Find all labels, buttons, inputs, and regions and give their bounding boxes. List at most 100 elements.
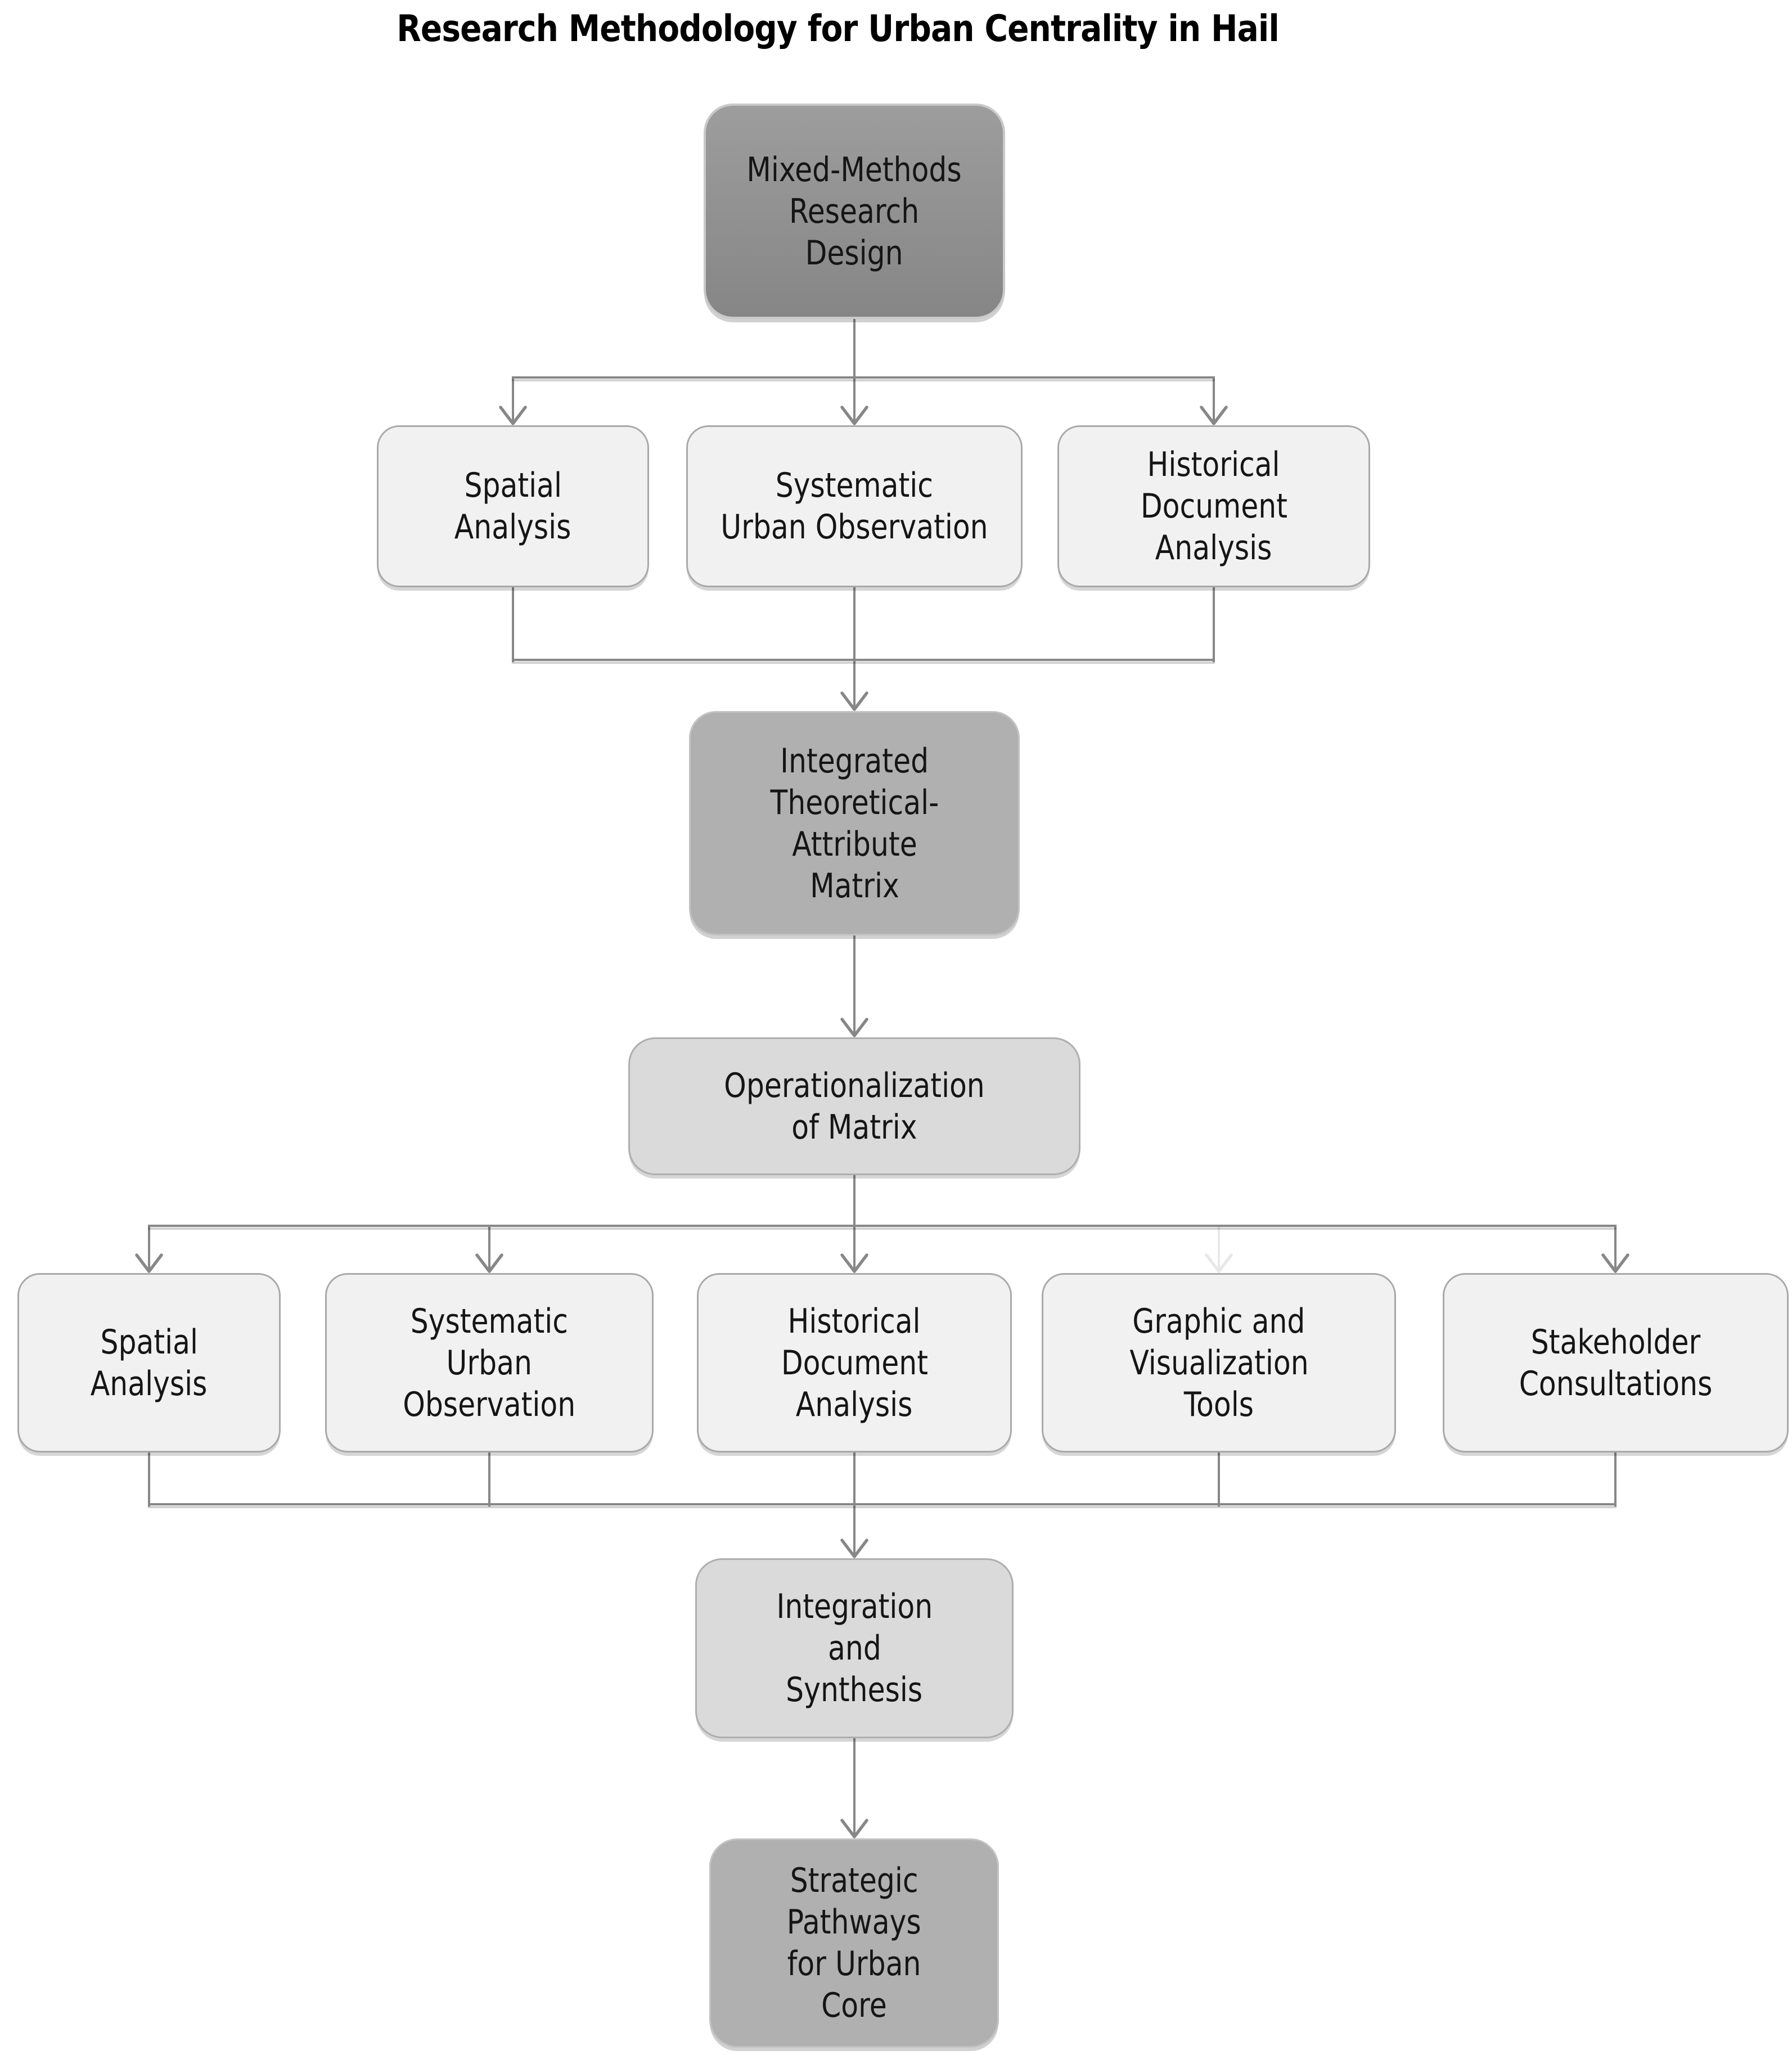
node-label-text: Document [781, 1343, 928, 1383]
edge-line [1213, 377, 1215, 421]
node-label-text: Synthesis [786, 1670, 923, 1710]
node-label-line: Theoretical- [754, 782, 955, 824]
node-label-line: Spatial [91, 1321, 208, 1363]
node-label-line: Observation [386, 1384, 592, 1426]
node-label-line: of Matrix [780, 1107, 929, 1148]
node-label-text: Document [1140, 487, 1287, 526]
edge-line [1213, 587, 1215, 662]
edge-line [853, 1226, 856, 1269]
diagram-title-text: Research Methodology for Urban Centralit… [397, 8, 1280, 50]
node-label-text: Graphic and [1132, 1301, 1305, 1341]
node-label-line: Spatial [455, 465, 571, 506]
node-label-text: Spatial [100, 1322, 198, 1362]
node-label-text: for Urban [787, 1944, 921, 1984]
node-label-text: Integrated [780, 741, 929, 781]
arrowhead-down-icon [475, 1253, 504, 1274]
node-label-line: Analysis [1144, 527, 1283, 569]
diagram-title: Research Methodology for Urban Centralit… [219, 8, 1457, 50]
node-label-text: Analysis [1155, 528, 1272, 568]
edge-line [853, 1175, 856, 1228]
edge-line [853, 319, 856, 379]
node-label-line: Integrated [766, 740, 943, 782]
node-label-text: Core [821, 1986, 887, 2025]
node-label-text: Design [805, 233, 904, 273]
node-label-text: Urban Observation [721, 507, 988, 547]
edge-line [853, 377, 856, 421]
node-label-line: Tools [1177, 1384, 1260, 1426]
node-label-text: Theoretical- [770, 783, 939, 822]
node-label-line: Graphic and [1116, 1301, 1322, 1342]
node-label-line: Operationalization [699, 1065, 1010, 1107]
edge-line [853, 587, 856, 707]
node-label-text: Analysis [91, 1364, 208, 1404]
edge-line [1218, 1453, 1220, 1507]
arrowhead-down-icon [840, 406, 869, 426]
node-label-text: Mixed-Methods [746, 150, 962, 190]
node-label-text: Analysis [454, 507, 571, 547]
node-label-text: Integration [776, 1587, 933, 1626]
node-label-text: of Matrix [791, 1107, 917, 1147]
node-label-text: Analysis [796, 1384, 913, 1424]
arrowhead-down-icon [840, 1539, 869, 1559]
node-label-line: and [823, 1627, 886, 1669]
edge-line [488, 1226, 490, 1269]
node-label-line: Consultations [1501, 1363, 1731, 1405]
arrowhead-down-icon [840, 1018, 869, 1038]
node-label-text: Historical [787, 1301, 921, 1341]
node-label-text: Urban [446, 1343, 533, 1383]
node-label-line: Document [767, 1342, 942, 1384]
node-label-text: Systematic [775, 466, 934, 505]
node-label-text: Research [789, 191, 920, 231]
node-label-line: Analysis [785, 1384, 924, 1426]
node-label-line: Urban [438, 1342, 540, 1384]
arrowhead-down-icon [840, 1819, 869, 1839]
node-label-line: Research [777, 191, 931, 232]
edge-line [512, 376, 1215, 379]
node-label-text: Strategic [790, 1861, 918, 1900]
node-label-text: Operationalization [724, 1065, 985, 1105]
arrowhead-down-icon [840, 691, 869, 712]
node-label-line: Systematic [760, 465, 948, 506]
arrowhead-down-icon [1204, 1253, 1233, 1274]
edge-line [148, 1226, 150, 1269]
arrowhead-down-icon [498, 406, 528, 426]
node-label-text: Attribute [791, 824, 917, 864]
node-label-line: Systematic [395, 1301, 583, 1342]
arrowhead-down-icon [134, 1253, 164, 1274]
node-label-line: for Urban [775, 1943, 934, 1985]
node-label-text: Matrix [809, 866, 899, 906]
node-label-line: Mixed-Methods [726, 149, 982, 191]
node-label-line: Visualization [1113, 1342, 1326, 1384]
node-label-text: Spatial [464, 466, 562, 505]
node-label-line: Pathways [774, 1901, 934, 1943]
node-label-text: Stakeholder [1530, 1322, 1701, 1362]
edge-line [488, 1453, 490, 1507]
node-label-line: Historical [775, 1301, 933, 1342]
edge-line [148, 1453, 150, 1507]
node-label-line: Analysis [443, 506, 582, 548]
node-label-line: Document [1127, 485, 1302, 527]
node-label-line: Strategic [778, 1860, 930, 1901]
node-label-text: Consultations [1519, 1364, 1713, 1404]
edge-line-faded [1218, 1226, 1220, 1269]
node-label-line: Matrix [802, 865, 908, 907]
node-label-line: Urban Observation [695, 506, 1014, 548]
node-label-text: Tools [1183, 1384, 1254, 1424]
node-label-text: and [827, 1629, 881, 1668]
node-label-line: Analysis [79, 1363, 218, 1405]
node-label-line: Integration [762, 1586, 948, 1627]
node-label-text: Observation [403, 1384, 576, 1424]
edge-line [512, 587, 514, 662]
